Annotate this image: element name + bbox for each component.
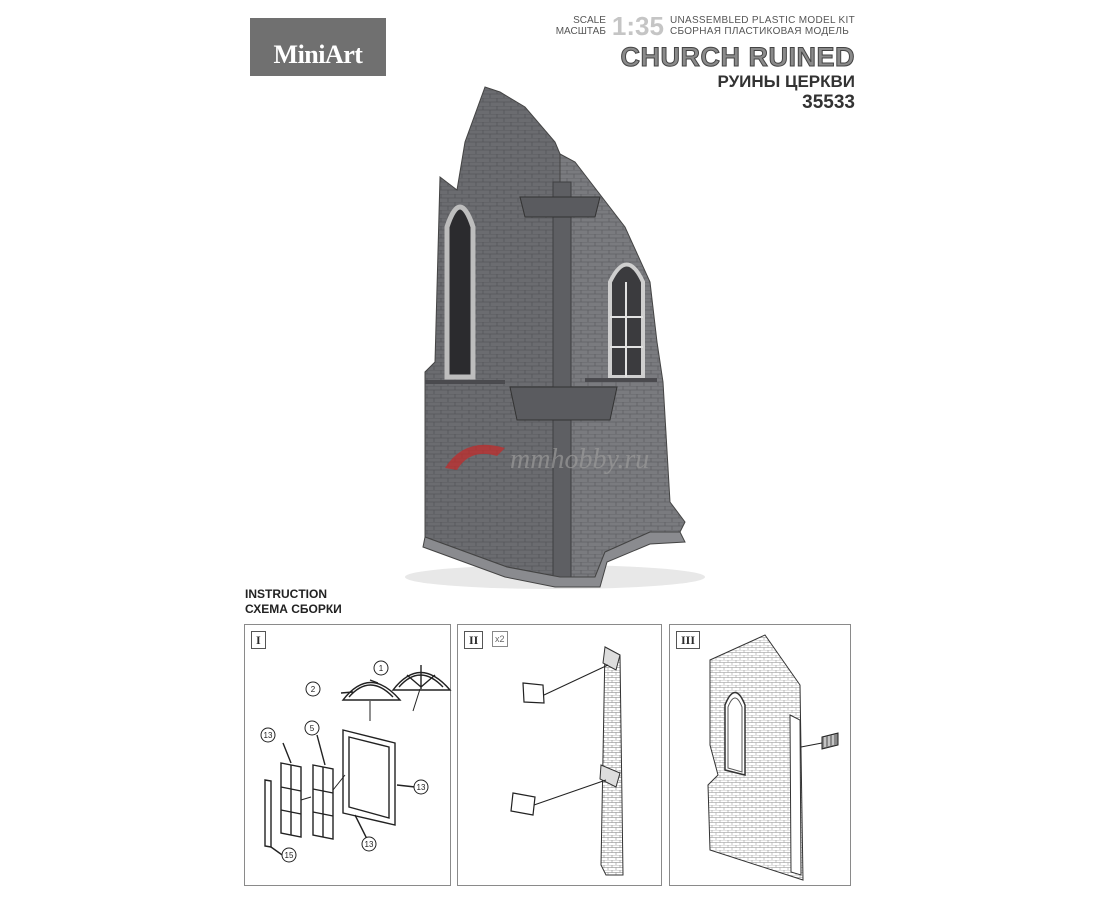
part-number: 1 xyxy=(379,664,384,673)
miniart-logo: MiniArt xyxy=(250,18,386,76)
window-frame-part xyxy=(342,729,396,826)
part-number: 13 xyxy=(417,783,426,792)
part-number: 13 xyxy=(365,840,374,849)
title-ru: РУИНЫ ЦЕРКВИ xyxy=(717,72,855,91)
kit-labels: UNASSEMBLED PLASTIC MODEL KIT СБОРНАЯ ПЛ… xyxy=(670,15,855,37)
left-window xyxy=(444,204,476,380)
scale-row: SCALE МАСШТАБ 1:35 UNASSEMBLED PLASTIC M… xyxy=(556,11,855,41)
watermark-text: mmhobby.ru xyxy=(510,444,649,475)
sash-part-right xyxy=(312,764,334,840)
corner-pilaster xyxy=(552,181,572,578)
church-ruin-model-image xyxy=(405,86,705,589)
instruction-step-3-panel: III xyxy=(669,624,851,886)
cap-part-upper xyxy=(522,682,545,704)
instruction-label-en: INSTRUCTION xyxy=(245,587,327,601)
step-number: III xyxy=(676,631,701,649)
upper-cornice xyxy=(519,196,601,218)
step-number: II xyxy=(464,631,484,649)
lower-cornice xyxy=(509,386,618,421)
title-en: CHURCH RUINED xyxy=(620,42,855,73)
scale-label-ru: МАСШТАБ xyxy=(555,26,606,37)
box-header: SCALE МАСШТАБ 1:35 UNASSEMBLED PLASTIC M… xyxy=(556,11,855,114)
part-number: 15 xyxy=(285,851,294,860)
stone-base xyxy=(422,531,686,588)
instruction-heading: INSTRUCTION СХЕМА СБОРКИ xyxy=(245,587,342,617)
kit-label-en: UNASSEMBLED PLASTIC MODEL KIT xyxy=(669,15,855,26)
part-number: 5 xyxy=(310,724,315,733)
scale-labels: SCALE МАСШТАБ xyxy=(556,15,606,37)
watermark-swoosh-icon xyxy=(445,444,505,470)
instruction-step-2-panel: II x2 xyxy=(457,624,662,886)
sash-part-left xyxy=(280,762,302,838)
part-number: 13 xyxy=(264,731,273,740)
quantity-multiplier: x2 xyxy=(492,631,508,647)
instruction-step-1-panel: I 1 2 5 13 13 13 xyxy=(244,624,452,886)
glazing-strip xyxy=(264,779,272,848)
step-2-diagram xyxy=(510,646,624,876)
brick-detail-part xyxy=(821,732,839,750)
arch-frame-part xyxy=(391,672,452,691)
watermark: mmhobby.ru xyxy=(445,444,649,475)
kit-label-ru: СБОРНАЯ ПЛАСТИКОВАЯ МОДЕЛЬ xyxy=(669,26,850,37)
scale-value: 1:35 xyxy=(611,11,664,41)
arch-part xyxy=(341,682,402,701)
cap-part-lower xyxy=(510,792,536,816)
instruction-label-ru: СХЕМА СБОРКИ xyxy=(245,602,342,616)
part-number: 2 xyxy=(311,685,316,694)
wall-section-part xyxy=(707,634,804,881)
scale-label-en: SCALE xyxy=(573,15,606,26)
kit-number: 35533 xyxy=(802,92,855,113)
logo-text: MiniArt xyxy=(273,40,363,69)
pilaster-part xyxy=(600,646,624,876)
step-3-diagram xyxy=(707,634,839,881)
step-1-diagram: 1 2 5 13 13 13 15 xyxy=(260,660,452,863)
step-number: I xyxy=(251,631,266,649)
